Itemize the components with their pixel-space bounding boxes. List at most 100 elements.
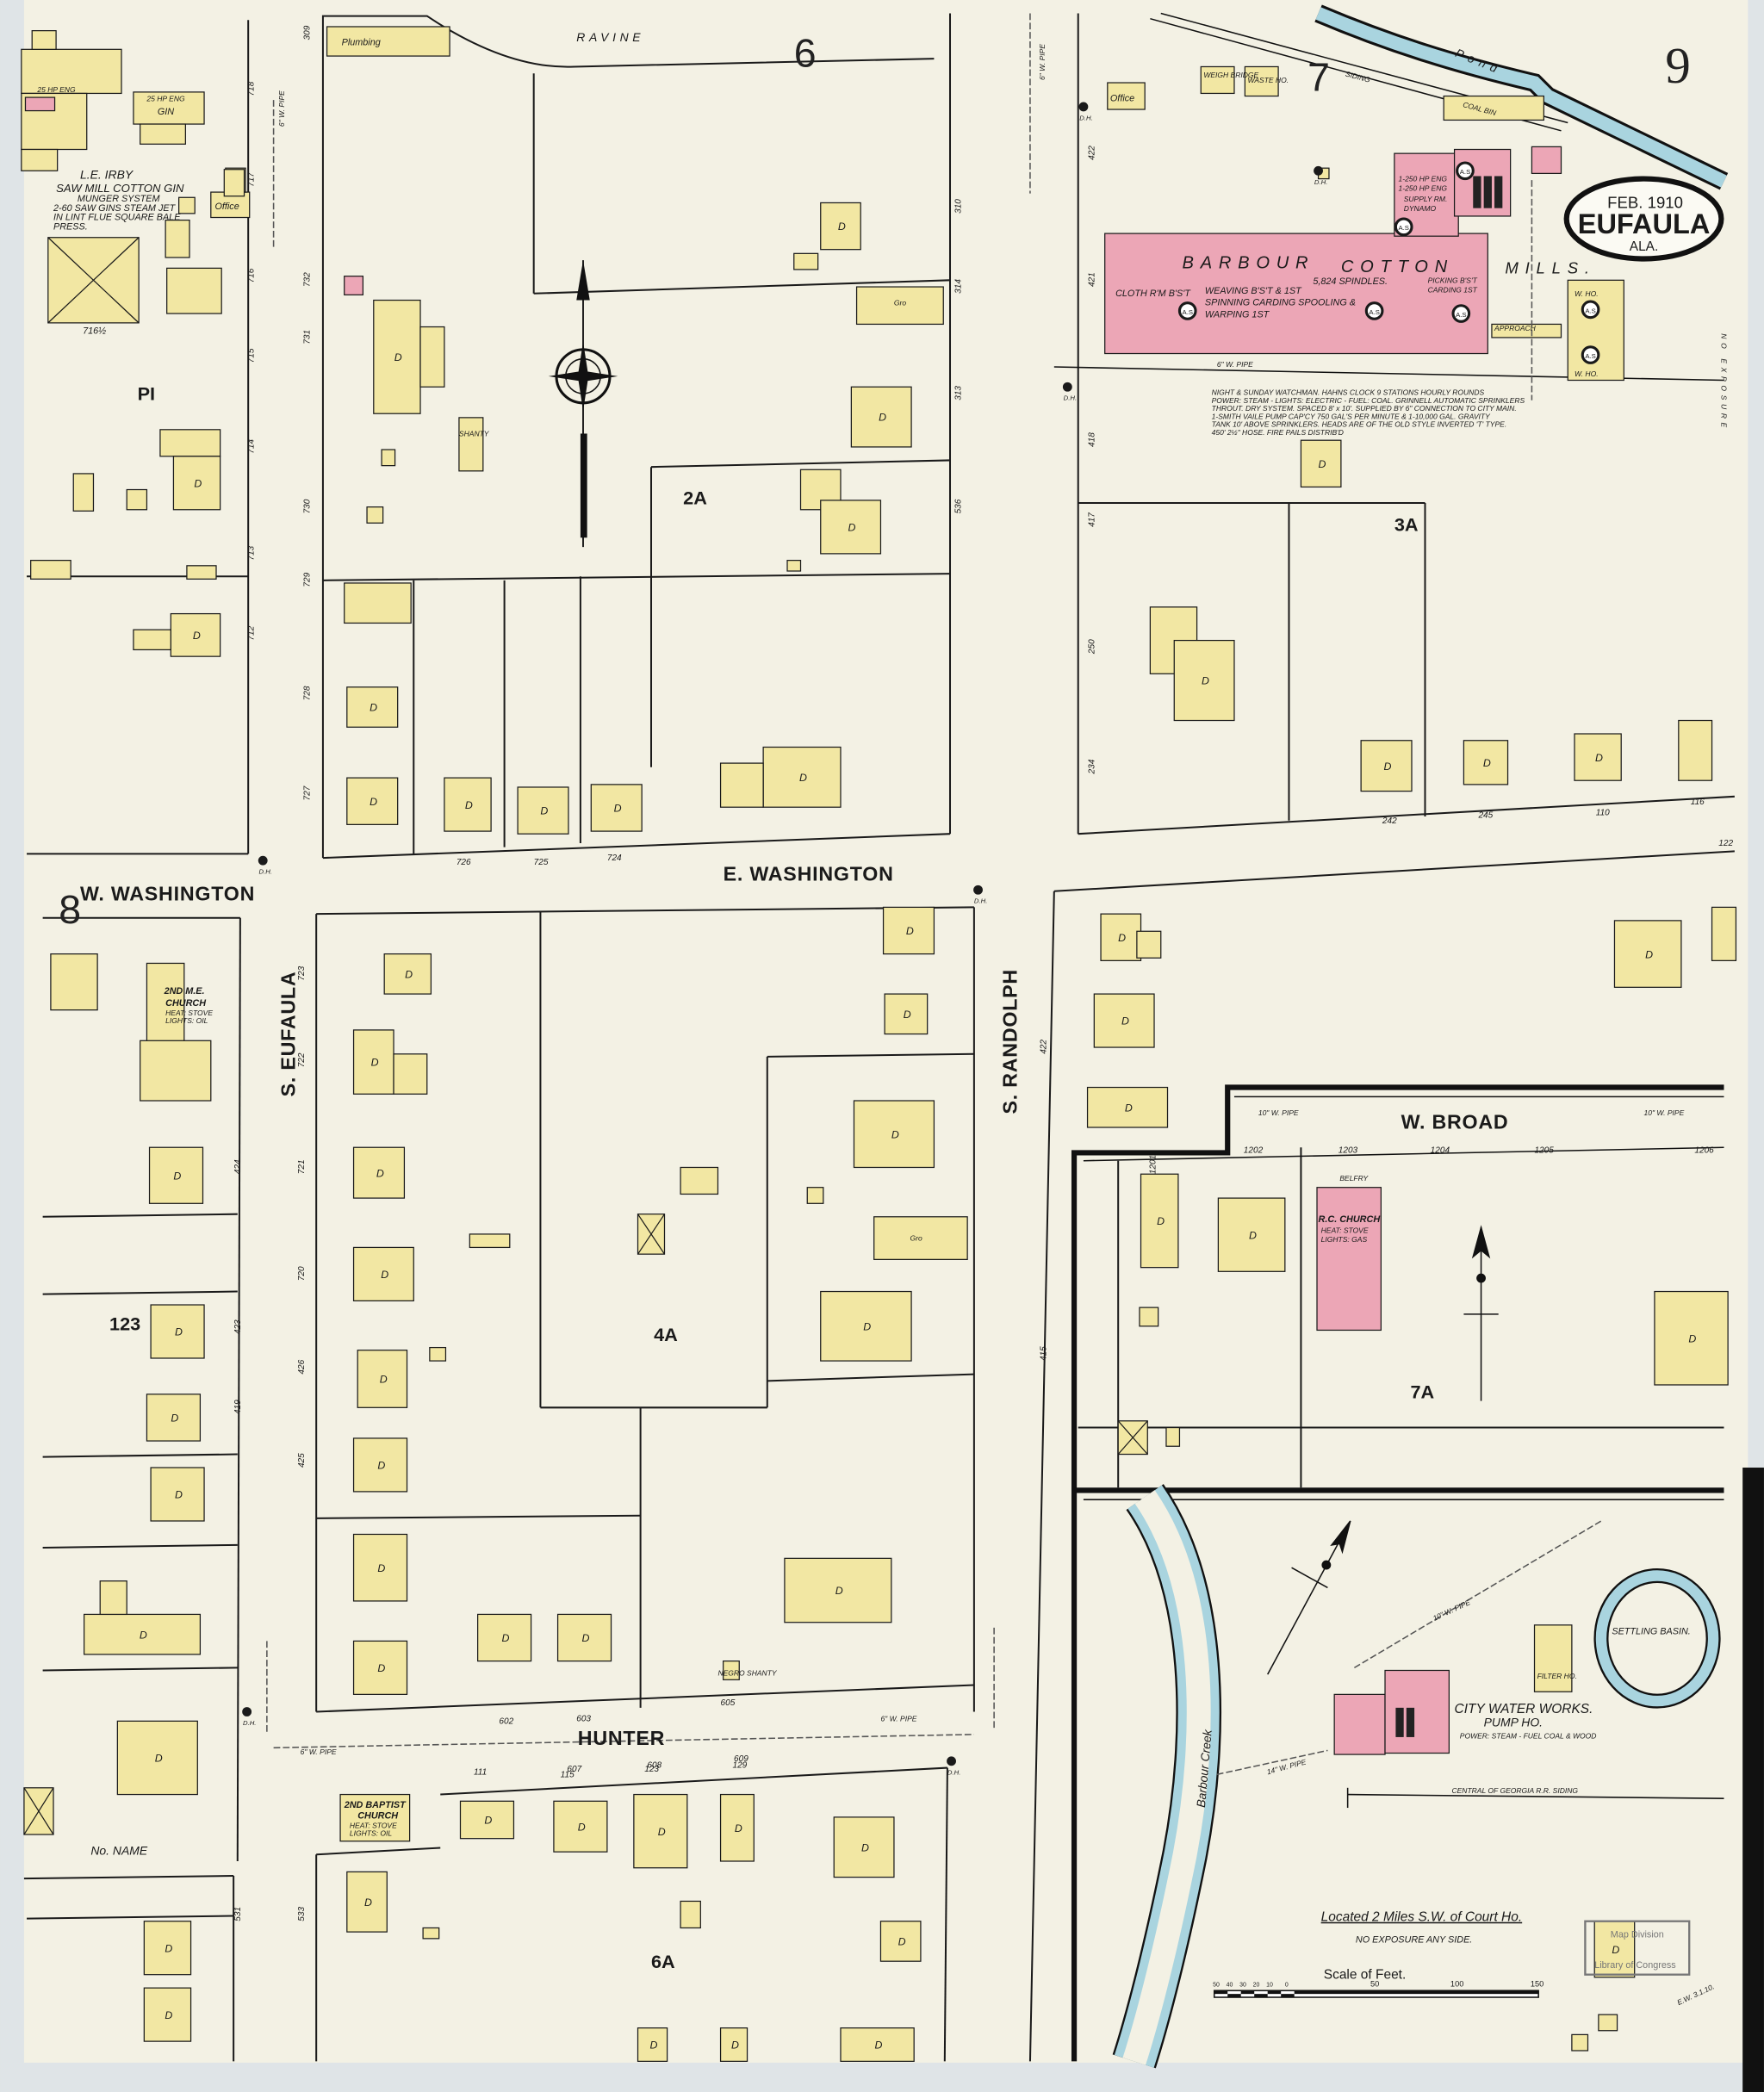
block-2a: 2A — [683, 487, 707, 509]
address-number: 129 — [733, 1761, 748, 1771]
map-city: EUFAULA — [1578, 208, 1711, 239]
dwelling-label: D — [175, 1489, 183, 1501]
heavy-boundary-lines — [1071, 1084, 1724, 2062]
boiler-icon — [1483, 176, 1492, 208]
sprinkler-symbol-label: A.S. — [1456, 311, 1469, 319]
water-pipes — [266, 13, 1602, 1776]
address-number: 418 — [1087, 432, 1096, 447]
hydrant-label: D.H. — [974, 897, 987, 905]
dwelling-label: D — [581, 1632, 589, 1644]
mill-room: SPINNING CARDING SPOOLING & — [1205, 298, 1356, 308]
dwelling-label: D — [140, 1629, 147, 1641]
frame-building — [793, 252, 819, 270]
frame-building — [1300, 439, 1342, 488]
boiler-icon — [1494, 176, 1503, 208]
frame-building — [1100, 913, 1142, 961]
frame-building — [458, 417, 484, 472]
dwelling-label: D — [1688, 1332, 1696, 1344]
dwelling-label: D — [848, 522, 855, 534]
warehouse-label: W. HO. — [1575, 289, 1599, 298]
dwelling-label: D — [364, 1896, 372, 1909]
dwelling-label: D — [861, 1841, 869, 1853]
scale-tick-label: 40 — [1227, 1983, 1233, 1989]
frame-building — [352, 1246, 414, 1301]
dwelling-label: D — [155, 1753, 163, 1765]
street-lines — [23, 13, 1735, 2062]
frame-building — [477, 1613, 532, 1662]
frame-building — [31, 30, 57, 50]
address-number: 424 — [233, 1159, 243, 1174]
dwelling-label: D — [891, 1128, 899, 1140]
frame-building — [723, 1661, 740, 1680]
address-number: 607 — [567, 1765, 581, 1774]
block-3a: 3A — [1394, 514, 1419, 536]
address-number: 714 — [246, 439, 256, 454]
hydrant-icon — [1314, 165, 1323, 176]
page-number: 9 — [1665, 38, 1690, 94]
frame-building — [150, 1304, 205, 1359]
frame-building — [352, 1640, 408, 1695]
sprinkler-symbol — [1364, 301, 1384, 320]
street-s-eufaula: S. EUFAULA — [276, 972, 299, 1097]
engine-room-label: 1-250 HP ENG — [1399, 184, 1448, 193]
dwelling-label: D — [394, 351, 402, 363]
plumbing-label: Plumbing — [342, 38, 381, 48]
settling-basin-label: SETTLING BASIN. — [1612, 1627, 1690, 1637]
address-number: 723 — [297, 965, 307, 980]
adjoining-sheet-8: 8 — [59, 887, 81, 932]
address-number: 533 — [297, 1907, 307, 1921]
block-pi: PI — [138, 383, 155, 405]
sprinkler-symbol-label: A.S. — [1585, 352, 1598, 360]
frame-building — [223, 169, 245, 197]
mill-note-line: 450' 2½" HOSE. FIRE PAILS DISTRIB'D — [1212, 428, 1344, 437]
gin-engine: 25 HP ENG — [146, 95, 185, 103]
boiler-icon — [1395, 1707, 1404, 1737]
scale-title: Scale of Feet. — [1324, 1967, 1407, 1982]
pipe-label-randolph: 6" W. PIPE — [1038, 44, 1047, 80]
scale-tick-label: 0 — [1285, 1983, 1289, 1989]
block-6a: 6A — [651, 1951, 675, 1972]
address-number: 730 — [302, 499, 312, 513]
address-number: 425 — [297, 1453, 307, 1468]
address-number: 731 — [302, 330, 312, 345]
address-number: 603 — [576, 1714, 591, 1723]
engine-room-label: DYNAMO — [1404, 204, 1437, 213]
dwelling-label: D — [735, 1822, 742, 1834]
filter-label: FILTER HO. — [1537, 1672, 1577, 1680]
address-number: 122 — [1718, 839, 1733, 848]
brick-building — [1531, 146, 1562, 175]
address-number: 426 — [297, 1359, 307, 1374]
baptist-church-name: 2ND BAPTIST — [344, 1800, 407, 1810]
frame-building — [419, 326, 445, 388]
frame-building — [352, 1533, 408, 1602]
frame-building — [1200, 65, 1235, 95]
dwelling-label: D — [194, 477, 202, 489]
frame-building — [459, 1800, 515, 1840]
boiler-icon — [1406, 1707, 1415, 1737]
sprinkler-symbol-label: A.S. — [1183, 308, 1196, 316]
dwelling-label: D — [1249, 1229, 1257, 1241]
frame-building — [99, 1580, 127, 1616]
frame-building — [84, 1613, 202, 1655]
frame-building — [719, 1793, 755, 1862]
address-number: 605 — [721, 1698, 736, 1708]
frame-building — [346, 1871, 388, 1933]
weigh-label: WEIGH BRIDGE — [1203, 71, 1258, 79]
hydrant-label: D.H. — [1314, 178, 1327, 186]
approach-label: APPROACH — [1494, 324, 1537, 332]
dwelling-label: D — [540, 805, 548, 817]
address-number: 250 — [1087, 639, 1096, 655]
hydrant-label: D.H. — [1079, 114, 1092, 121]
frame-building — [186, 565, 217, 580]
scale-tick-label: 20 — [1253, 1983, 1260, 1989]
mill-note-line: POWER: STEAM - LIGHTS: ELECTRIC - FUEL: … — [1212, 396, 1525, 405]
frame-building — [1571, 2033, 1589, 2052]
shed-cross-mark — [637, 1214, 666, 1255]
church-labels: 2ND M.E. CHURCH HEAT: STOVE LIGHTS: OIL … — [164, 986, 1381, 1837]
address-number: 309 — [302, 25, 312, 40]
scale-tick-label: 50 — [1370, 1980, 1379, 1989]
rc-church-lights: LIGHTS: GAS — [1321, 1235, 1368, 1244]
map-state: ALA. — [1630, 239, 1659, 254]
